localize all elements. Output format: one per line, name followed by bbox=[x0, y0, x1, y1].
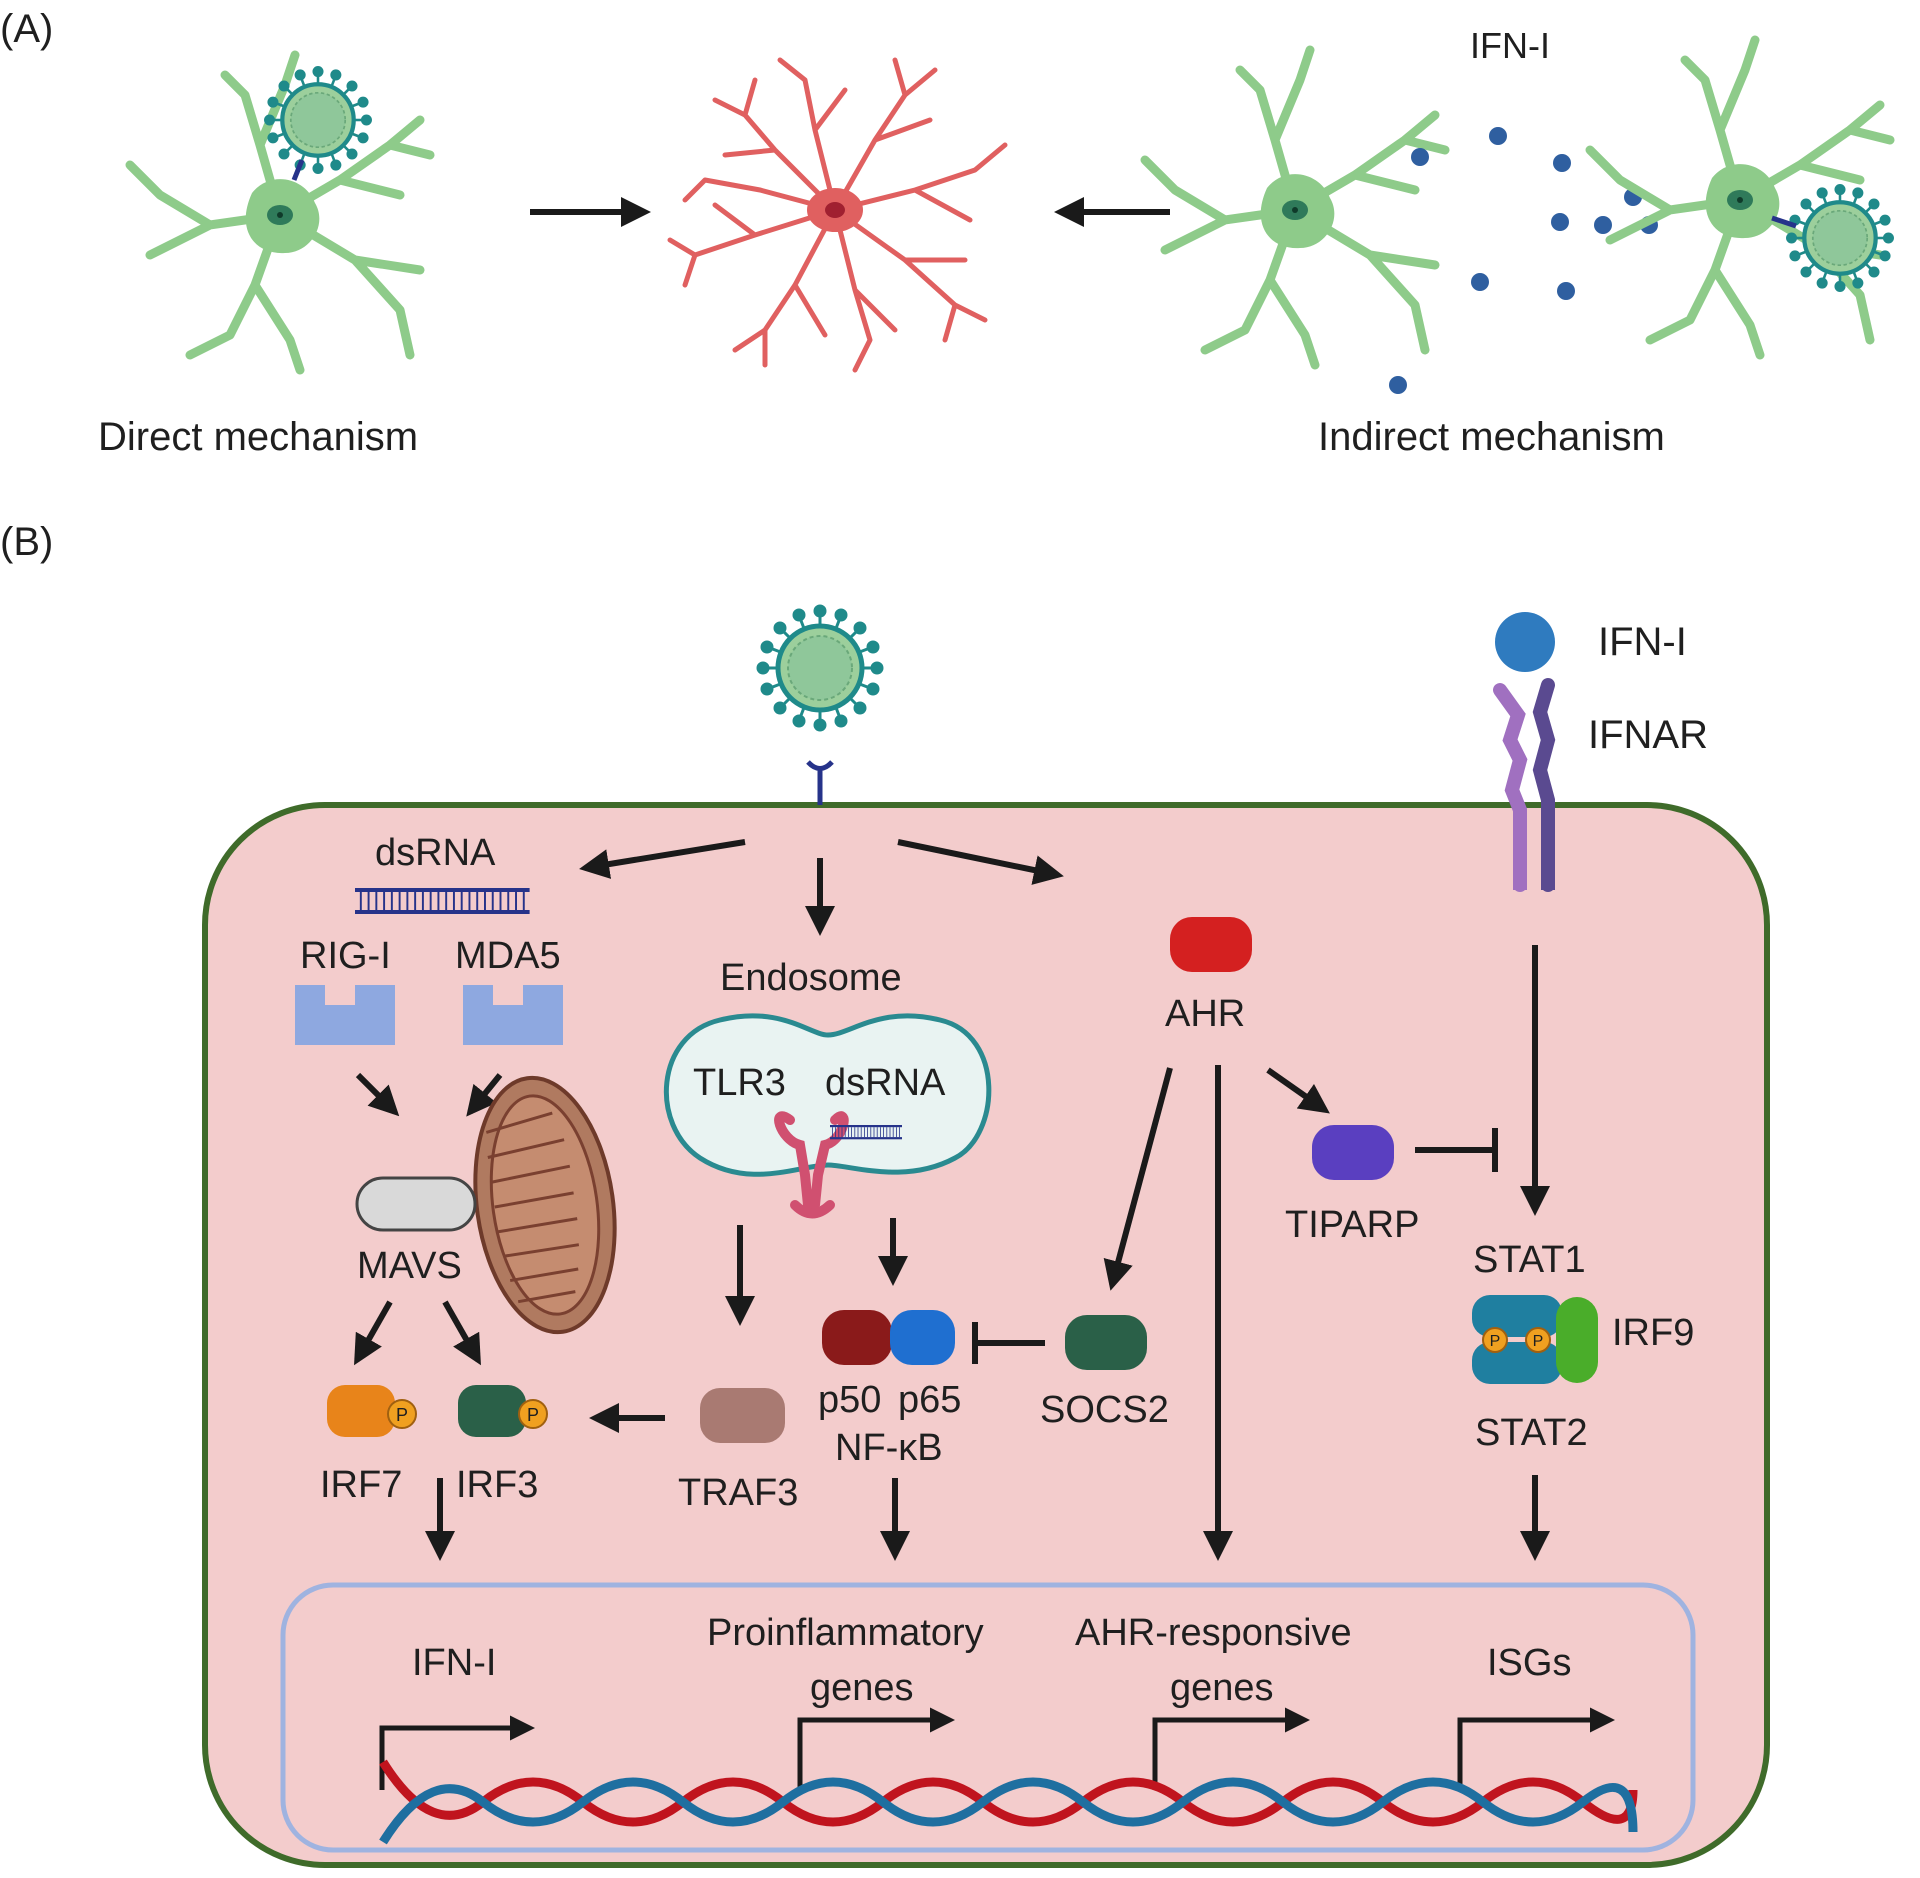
nfkb-label: NF-κB bbox=[835, 1427, 943, 1469]
receptor-b bbox=[806, 760, 834, 771]
arrow-to-ahr bbox=[897, 839, 1064, 885]
gene-ahr-responsive-label-1: AHR-responsive bbox=[1075, 1612, 1352, 1654]
arrow-mda5-mavs bbox=[466, 1073, 503, 1117]
ifnar-label: IFNAR bbox=[1588, 713, 1708, 757]
irf7-phospho-label: P bbox=[396, 1405, 408, 1425]
irf3-label: IRF3 bbox=[456, 1464, 538, 1506]
mavs-protein bbox=[355, 1176, 477, 1232]
p65-label: p65 bbox=[898, 1379, 961, 1421]
irf3-phospho-icon bbox=[518, 1399, 548, 1429]
astrocyte-reactive bbox=[667, 57, 1008, 373]
panel-a-label: (A) bbox=[0, 7, 53, 51]
tlr3-receptor bbox=[774, 1111, 849, 1219]
irf7-protein bbox=[327, 1385, 395, 1437]
arrow-to-dsrna bbox=[579, 839, 746, 879]
gene-ifn-label: IFN-I bbox=[412, 1642, 496, 1684]
neuron-bystander bbox=[1145, 50, 1445, 365]
endosome-label: Endosome bbox=[720, 957, 902, 999]
arrow-rigi-mavs bbox=[355, 1072, 400, 1117]
tlr3-label: TLR3 bbox=[693, 1062, 786, 1104]
p65-protein bbox=[890, 1310, 955, 1365]
receptor-stalk-a-left bbox=[291, 159, 305, 181]
stat1-label: STAT1 bbox=[1473, 1239, 1586, 1281]
virus-icon-b bbox=[758, 606, 882, 730]
receptor-stalk-a-right bbox=[1771, 215, 1797, 229]
rigi-label: RIG-I bbox=[300, 935, 391, 977]
endosome bbox=[663, 1013, 992, 1177]
gene-isgs-label: ISGs bbox=[1487, 1642, 1571, 1684]
stat-phospho-label-1: P bbox=[1490, 1333, 1501, 1350]
arrow-mavs-irf3 bbox=[442, 1300, 481, 1366]
p50-label: p50 bbox=[818, 1379, 881, 1421]
stat-phospho-label-2: P bbox=[1533, 1333, 1544, 1350]
tiparp-protein bbox=[1312, 1125, 1394, 1180]
dna-helix bbox=[379, 1759, 1638, 1845]
gene-proinflammatory-label-1: Proinflammatory bbox=[707, 1612, 984, 1654]
socs2-protein bbox=[1065, 1315, 1147, 1370]
ifn-molecules-a bbox=[1389, 127, 1658, 394]
ifn-molecule-b bbox=[1495, 612, 1555, 672]
endo-dsrna-label: dsRNA bbox=[825, 1062, 946, 1104]
ifn-label-a: IFN-I bbox=[1470, 25, 1550, 66]
virus-icon-a-left bbox=[265, 67, 370, 172]
tss-arrows bbox=[379, 1707, 1615, 1790]
ahr-label: AHR bbox=[1165, 993, 1245, 1035]
mavs-label: MAVS bbox=[357, 1245, 462, 1287]
indirect-mechanism-label: Indirect mechanism bbox=[1318, 415, 1665, 459]
arrow-ahr-tiparp bbox=[1266, 1067, 1330, 1114]
ahr-protein bbox=[1170, 917, 1252, 972]
irf7-phospho-icon bbox=[387, 1399, 417, 1429]
virus-icon-a-right bbox=[1787, 185, 1892, 290]
dsrna-label: dsRNA bbox=[375, 832, 496, 874]
tiparp-label: TIPARP bbox=[1285, 1204, 1419, 1246]
irf7-label: IRF7 bbox=[320, 1464, 402, 1506]
arrow-mavs-irf7 bbox=[354, 1300, 393, 1366]
traf3-protein bbox=[700, 1388, 785, 1443]
ifnar-receptor bbox=[1493, 678, 1556, 892]
irf9-label: IRF9 bbox=[1612, 1312, 1694, 1354]
traf3-label: TRAF3 bbox=[678, 1472, 798, 1514]
gene-proinflammatory-label-2: genes bbox=[810, 1667, 914, 1709]
mitochondrion bbox=[473, 1075, 617, 1335]
stat2-label: STAT2 bbox=[1475, 1412, 1588, 1454]
mda5-label: MDA5 bbox=[455, 935, 561, 977]
gene-ahr-responsive-label-2: genes bbox=[1170, 1667, 1274, 1709]
neuron-infected-left bbox=[130, 55, 430, 370]
irf3-phospho-label: P bbox=[527, 1405, 539, 1425]
direct-mechanism-label: Direct mechanism bbox=[98, 415, 418, 459]
socs2-label: SOCS2 bbox=[1040, 1389, 1169, 1431]
panel-b-label: (B) bbox=[0, 520, 53, 564]
p50-protein bbox=[822, 1310, 892, 1365]
arrow-ahr-socs2 bbox=[1103, 1067, 1173, 1291]
irf3-protein bbox=[458, 1385, 526, 1437]
isgf3-complex bbox=[1472, 1295, 1598, 1384]
ifn-label-b: IFN-I bbox=[1598, 620, 1687, 664]
